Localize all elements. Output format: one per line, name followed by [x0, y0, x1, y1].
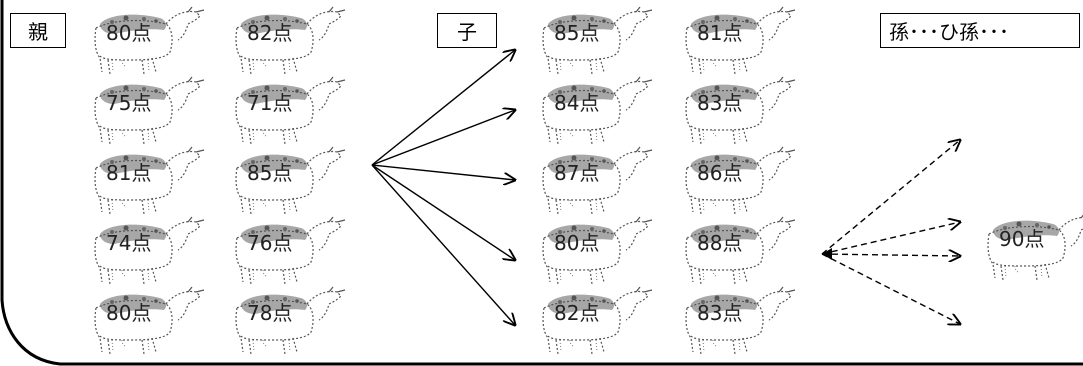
parent-cow: 74点	[94, 216, 205, 285]
parent-cow: 76点	[235, 216, 346, 285]
parent-cow: 85点	[235, 146, 346, 215]
arrow-to-row-1	[371, 50, 515, 166]
score-label: 80点	[554, 231, 599, 255]
parent-cow: 75点	[94, 76, 205, 145]
descendant-cow-item: 90点	[987, 212, 1083, 281]
score-label: 74点	[106, 231, 151, 255]
parent-cow: 82点	[235, 6, 346, 75]
parent-cow: 71点	[235, 76, 346, 145]
score-label: 71点	[247, 91, 292, 115]
score-label: 82点	[247, 21, 292, 45]
child-cow: 88点	[685, 216, 796, 285]
score-label: 82点	[554, 301, 599, 325]
child-label: 子	[437, 13, 497, 48]
score-label: 81点	[697, 21, 742, 45]
child-cow: 80点	[542, 216, 653, 285]
arrow-to-row-2	[371, 110, 515, 166]
dashed-arrow-1	[821, 140, 960, 255]
parent-cow: 80点	[94, 6, 205, 75]
score-label: 83点	[697, 301, 742, 325]
score-label: 76点	[247, 231, 292, 255]
child-label-text: 子	[457, 20, 477, 44]
grandchildren-label-text: 孫･･･ひ孫･･･	[889, 20, 1009, 44]
child-cow: 87点	[542, 146, 653, 215]
arrow-to-row-3	[371, 164, 515, 180]
score-label: 78点	[247, 301, 292, 325]
dashed-arrow-4	[821, 253, 960, 324]
child-cows: 85点 81点 84点 83点 87点 86点 80点 88点 82点 83点	[542, 6, 796, 355]
child-to-descendant-arrows	[821, 140, 960, 324]
score-label: 87点	[554, 161, 599, 185]
parent-cows: 80点 82点 75点 71点 81点 85点 74点 76点 80点 78点	[94, 6, 346, 355]
score-label: 90点	[999, 227, 1044, 251]
arrow-to-row-4	[371, 164, 515, 260]
child-cow: 82点	[542, 286, 653, 355]
arrow-to-row-5	[371, 164, 515, 325]
score-label: 80点	[106, 301, 151, 325]
score-label: 84点	[554, 91, 599, 115]
dashed-arrow-3	[821, 254, 960, 256]
child-cow: 84点	[542, 76, 653, 145]
parent-cow: 81点	[94, 146, 205, 215]
parent-label: 親	[10, 13, 66, 48]
parent-cow: 80点	[94, 286, 205, 355]
dashed-arrow-2	[821, 222, 960, 255]
dashed-arrows-origin	[822, 248, 832, 260]
child-cow: 83点	[685, 286, 796, 355]
score-label: 85点	[247, 161, 292, 185]
parent-cow: 78点	[235, 286, 346, 355]
descendant-cow: 90点	[987, 212, 1083, 281]
score-label: 85点	[554, 21, 599, 45]
score-label: 88点	[697, 231, 742, 255]
child-cow: 86点	[685, 146, 796, 215]
score-label: 83点	[697, 91, 742, 115]
score-label: 81点	[106, 161, 151, 185]
child-cow: 85点	[542, 6, 653, 75]
parent-label-text: 親	[28, 20, 48, 44]
parent-to-child-arrows	[371, 50, 515, 325]
score-label: 80点	[106, 21, 151, 45]
child-cow: 83点	[685, 76, 796, 145]
child-cow: 81点	[685, 6, 796, 75]
score-label: 86点	[697, 161, 742, 185]
grandchildren-label: 孫･･･ひ孫･･･	[880, 13, 1080, 48]
score-label: 75点	[106, 91, 151, 115]
